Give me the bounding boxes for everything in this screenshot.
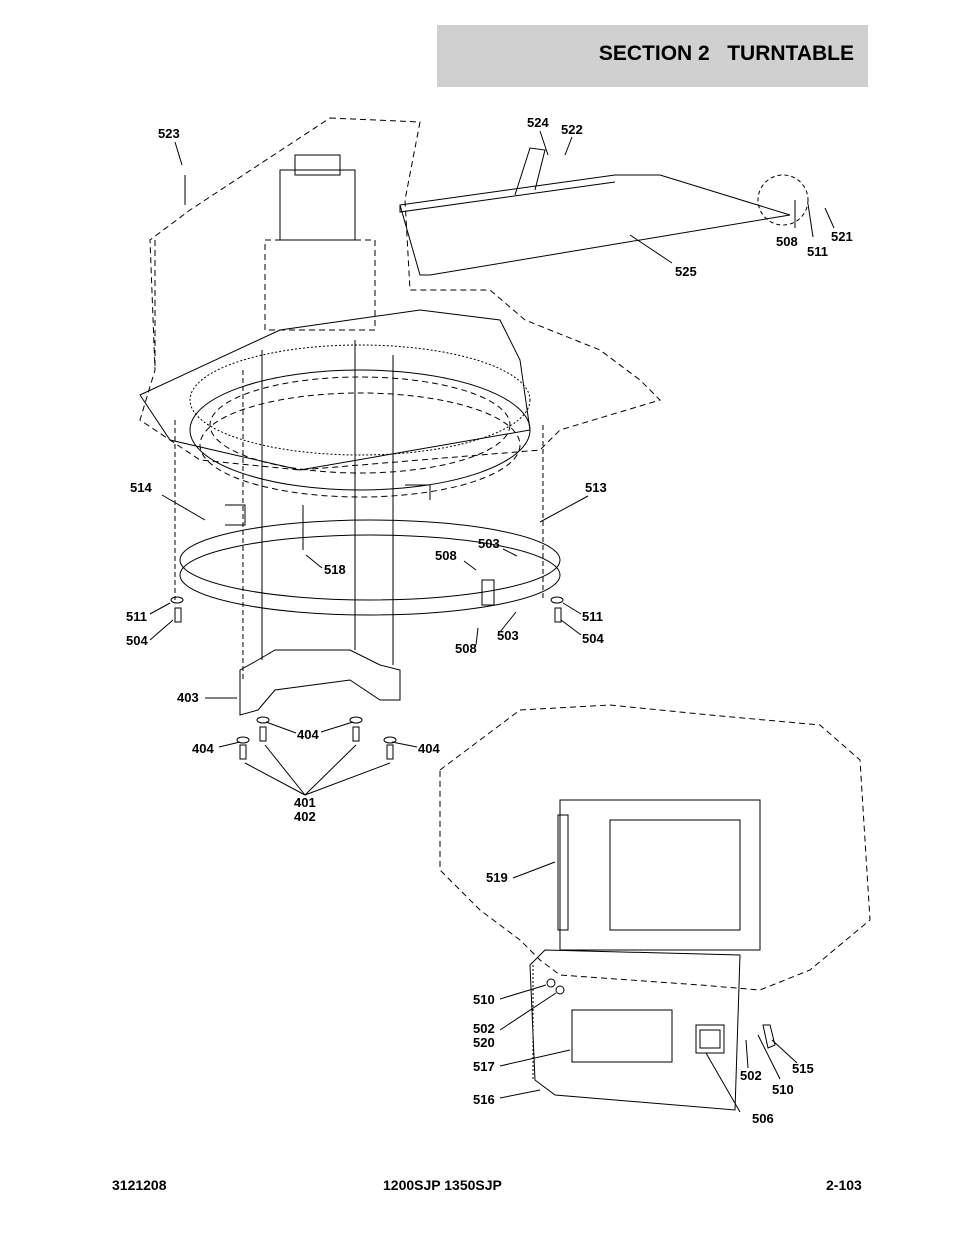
- turntable-outline: [139, 117, 661, 471]
- callout-511: 511: [126, 609, 147, 624]
- callout-404: 404: [418, 741, 440, 756]
- swing-bearing-inner: [209, 376, 511, 474]
- callout-404: 404: [297, 727, 319, 742]
- door-latch: [695, 1024, 725, 1054]
- swing-bearing-teeth: [189, 344, 531, 456]
- band-clip-right: [405, 484, 431, 500]
- callout-518: 518: [324, 562, 346, 577]
- callout-401: 401: [294, 795, 316, 810]
- bolt-504b: [554, 607, 562, 623]
- callout-519: 519: [486, 870, 508, 885]
- door-latch-inner: [699, 1029, 721, 1049]
- callout-503: 503: [497, 628, 519, 643]
- callout-517: 517: [473, 1059, 495, 1074]
- swing-bearing-race: [199, 392, 521, 498]
- washer-b: [256, 716, 270, 724]
- section-title: SECTION 2 TURNTABLE: [598, 42, 854, 65]
- bolt-c: [352, 726, 360, 742]
- guard-band-top: [179, 519, 561, 601]
- bolt-b: [259, 726, 267, 742]
- control-panel: [559, 799, 761, 951]
- callout-511: 511: [582, 609, 603, 624]
- leader-lines: [149, 130, 835, 1113]
- callout-525: 525: [675, 264, 697, 279]
- callout-522: 522: [561, 122, 583, 137]
- swing-bearing-outer: [189, 369, 531, 491]
- washer-511a: [170, 596, 184, 604]
- bolt-504a: [174, 607, 182, 623]
- callout-523: 523: [158, 126, 180, 141]
- washer-c: [349, 716, 363, 724]
- clip-515: [762, 1024, 776, 1049]
- footer-part-number: 3121208: [112, 1177, 167, 1193]
- bracket: [514, 147, 546, 196]
- band-clip-left: [225, 504, 246, 526]
- guard-band-bottom: [179, 534, 561, 616]
- footer-page-number: 2-103: [826, 1177, 862, 1193]
- callout-508: 508: [455, 641, 477, 656]
- drive-gearbox: [279, 169, 356, 241]
- callout-504: 504: [582, 631, 604, 646]
- hinge-strip: [557, 814, 569, 931]
- callout-503: 503: [478, 536, 500, 551]
- washer-d: [383, 736, 397, 744]
- callout-504: 504: [126, 633, 148, 648]
- callout-510: 510: [473, 992, 495, 1007]
- cover-circle: [757, 174, 809, 226]
- callout-520: 520: [473, 1035, 495, 1050]
- section-header: SECTION 2 TURNTABLE: [437, 25, 868, 87]
- callout-508: 508: [435, 548, 457, 563]
- drive-top: [294, 154, 341, 176]
- callout-521: 521: [831, 229, 853, 244]
- screw-502: [555, 985, 565, 995]
- access-door: [529, 949, 741, 1111]
- callout-403: 403: [177, 690, 199, 705]
- callout-524: 524: [527, 115, 549, 130]
- callout-502: 502: [740, 1068, 762, 1083]
- callout-510: 510: [772, 1082, 794, 1097]
- washer-511b: [550, 596, 564, 604]
- callout-506: 506: [752, 1111, 774, 1126]
- band-joint-plate: [481, 579, 495, 606]
- callout-515: 515: [792, 1061, 814, 1076]
- bolt-a: [239, 744, 247, 760]
- callout-516: 516: [473, 1092, 495, 1107]
- callout-402: 402: [294, 809, 316, 824]
- bolt-d: [386, 744, 394, 760]
- callout-513: 513: [585, 480, 607, 495]
- platform-plate: [399, 174, 791, 276]
- drive-motor: [264, 239, 376, 331]
- callout-404: 404: [192, 741, 214, 756]
- callout-514: 514: [130, 480, 152, 495]
- screw-510: [546, 978, 556, 988]
- platform-edge: [399, 181, 616, 213]
- lower-guard: [239, 649, 401, 716]
- lower-housing: [439, 704, 871, 991]
- callout-511: 511: [807, 244, 828, 259]
- control-panel-inner: [609, 819, 741, 931]
- door-window: [571, 1009, 673, 1063]
- washer-a: [236, 736, 250, 744]
- callout-502: 502: [473, 1021, 495, 1036]
- callout-508: 508: [776, 234, 798, 249]
- footer-model: 1200SJP 1350SJP: [383, 1177, 502, 1193]
- turntable-body: [139, 309, 531, 471]
